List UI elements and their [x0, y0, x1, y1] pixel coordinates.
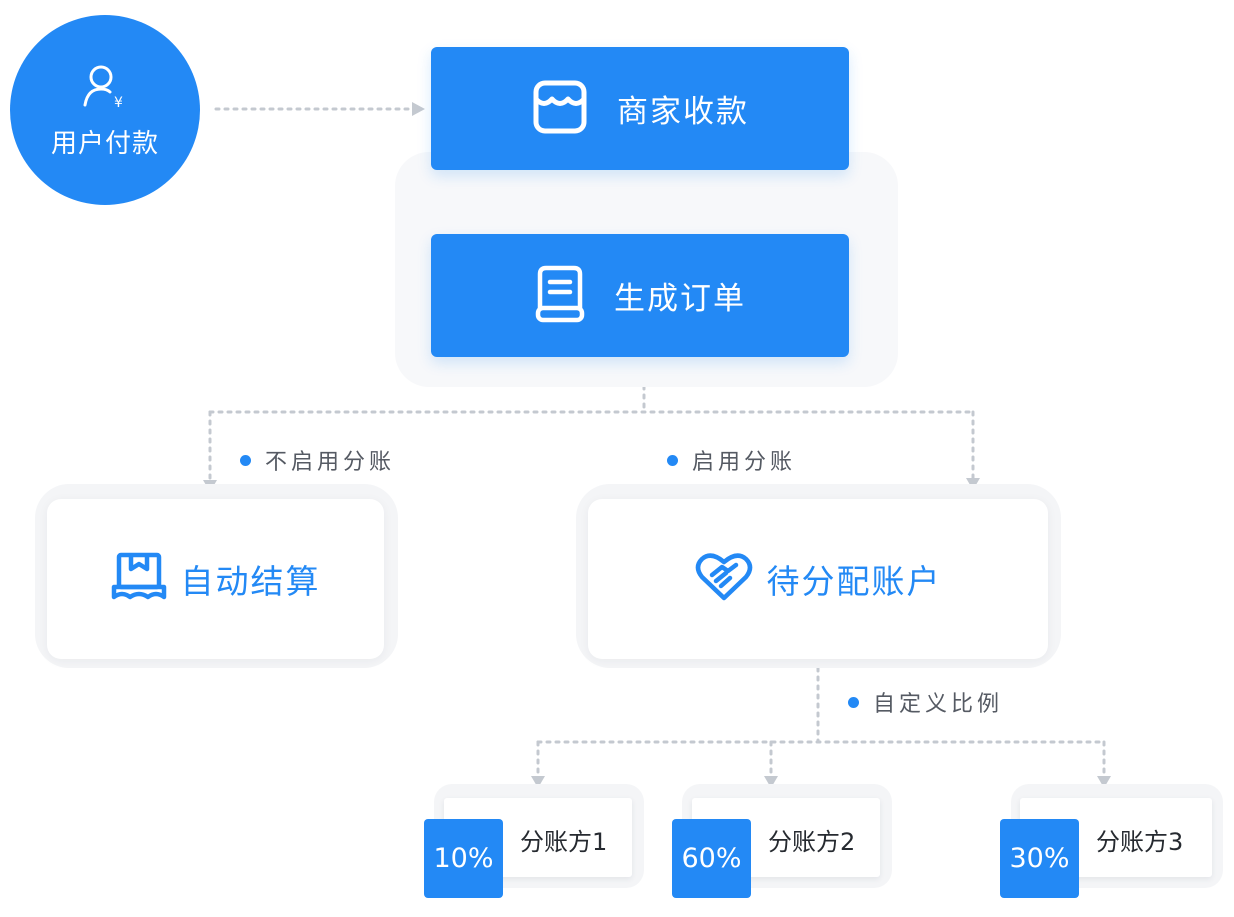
pending-account-label: 待分配账户: [766, 562, 942, 601]
arrow-head: [412, 102, 425, 116]
branch-label-split: 启用分账: [667, 444, 796, 476]
party-1-name: 分账方1: [520, 828, 608, 856]
party-1-percent: 10%: [424, 819, 503, 898]
user-payment-label: 用户付款: [50, 128, 159, 159]
auto-settle-label: 自动结算: [180, 562, 321, 601]
custom-ratio-label: 自定义比例: [848, 686, 1003, 718]
generate-order-box: 生成订单: [431, 234, 849, 357]
arrow-head: [1097, 776, 1111, 788]
box-icon: [111, 551, 167, 607]
arrow-head: [531, 776, 545, 788]
bullet-dot: [240, 454, 251, 466]
party-2-name: 分账方2: [768, 828, 856, 856]
party-2-percent: 60%: [672, 819, 751, 898]
pending-account-card: 待分配账户: [588, 499, 1048, 659]
user-payment-node: ¥ 用户付款: [10, 15, 200, 205]
svg-text:¥: ¥: [114, 95, 123, 111]
split-text: 启用分账: [692, 450, 797, 475]
user-yen-icon: ¥: [79, 61, 131, 117]
generate-order-label: 生成订单: [614, 281, 746, 317]
bullet-dot: [667, 454, 678, 466]
arrow-head: [764, 776, 778, 788]
merchant-collect-box: 商家收款: [431, 47, 849, 170]
bullet-dot: [848, 696, 859, 708]
auto-settle-card: 自动结算: [47, 499, 384, 659]
no-split-text: 不启用分账: [265, 450, 396, 475]
party-3-name: 分账方3: [1096, 828, 1184, 856]
heart-handshake-icon: [695, 551, 753, 607]
receipt-icon: [534, 264, 586, 328]
branch-label-no-split: 不启用分账: [240, 444, 395, 476]
merchant-collect-label: 商家收款: [617, 94, 749, 130]
custom-ratio-text: 自定义比例: [873, 692, 1004, 717]
party-3-percent: 30%: [1000, 819, 1079, 898]
shop-icon: [531, 78, 589, 140]
